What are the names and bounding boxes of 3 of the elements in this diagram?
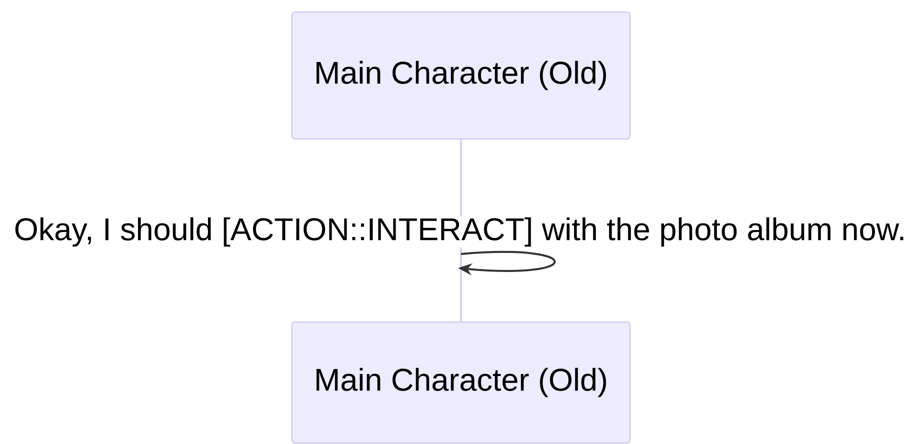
message-label: Okay, I should [ACTION::INTERACT] with the photo album now. [15,217,904,247]
actor-box: Main Character (Old) [292,322,630,444]
actor-box: Main Character (Old) [292,12,630,140]
